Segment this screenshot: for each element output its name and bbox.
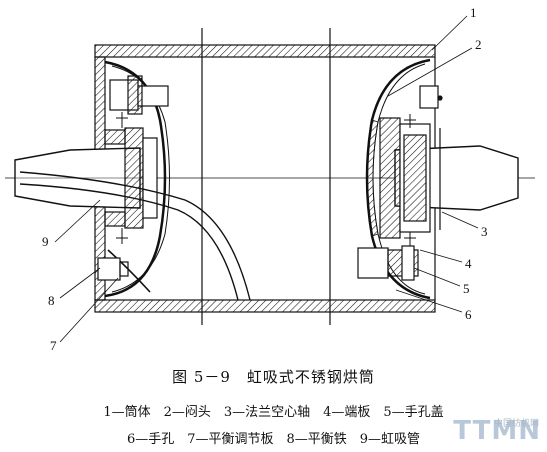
watermark: 中国纺机网 TTMN [453,418,541,444]
callout-2: 2 [475,37,482,52]
legend-line-2: 6—手孔 7—平衡调节板 8—平衡铁 9—虹吸管 [126,432,421,447]
callout-8: 8 [48,293,55,308]
watermark-site: 中国纺机网 [493,419,539,429]
siphon-tube [19,171,251,301]
left-flange [124,127,144,229]
leader-lines [54,15,479,343]
callout-3: 3 [481,224,488,239]
manhole-lower-right [357,247,389,279]
callout-5: 5 [463,281,470,296]
balance-weight [97,257,121,281]
callout-6: 6 [465,307,472,322]
callout-4: 4 [465,256,472,271]
callout-9: 9 [42,234,49,249]
watermark-logo: TTMN [453,416,541,446]
dryer-drum-diagram: 1 2 3 4 5 6 7 8 9 [5,5,535,353]
balance-weight-right [419,85,439,109]
callout-1: 1 [470,5,477,20]
balance-plate [107,249,151,293]
right-flange [379,117,401,239]
legend-line-1: 1—筒体 2—闷头 3—法兰空心轴 4—端板 5—手孔盖 [103,405,444,420]
figure-caption: 图 5－9 虹吸式不锈钢烘筒 [172,368,375,386]
bolts [116,112,416,246]
shell-top-wall [94,44,436,58]
shell-bottom-wall [94,299,436,313]
callout-7: 7 [50,338,57,353]
